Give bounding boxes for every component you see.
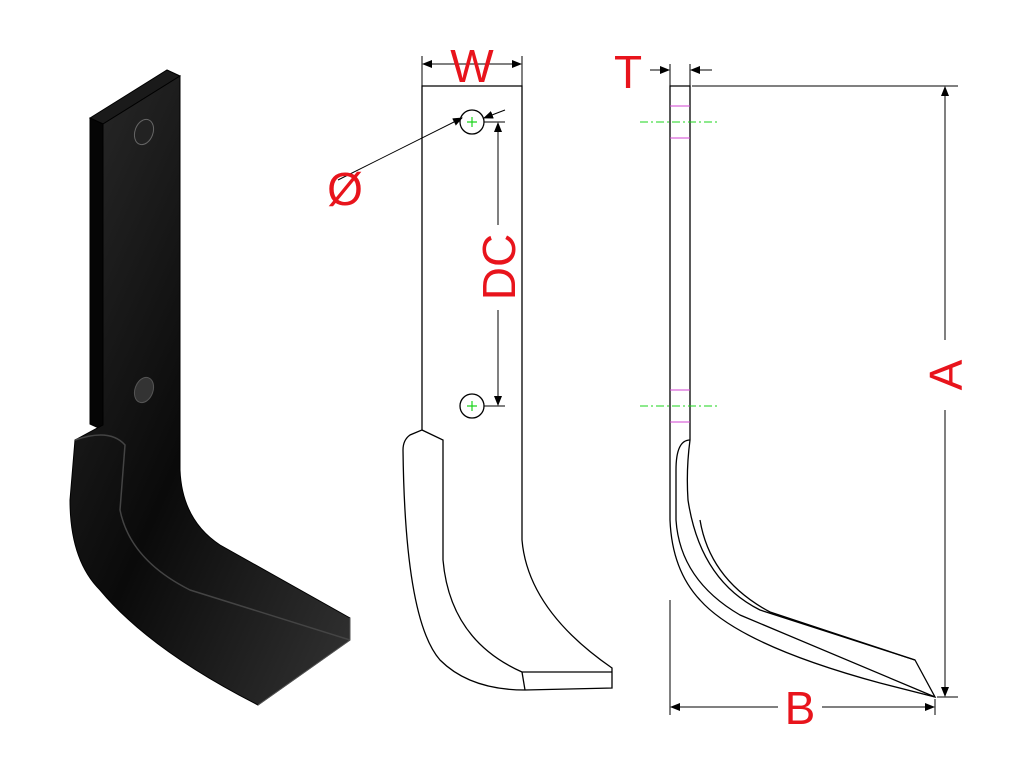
label-base: B: [785, 682, 816, 734]
label-height: A: [920, 359, 972, 390]
blade-front-view: [337, 56, 613, 691]
label-thickness: T: [614, 46, 642, 98]
label-diameter: Ø: [327, 163, 363, 215]
blade-3d-view: [69, 69, 351, 706]
label-width: W: [450, 40, 494, 92]
label-distance-centers: DC: [473, 234, 525, 300]
blade-side-view: [640, 64, 958, 715]
